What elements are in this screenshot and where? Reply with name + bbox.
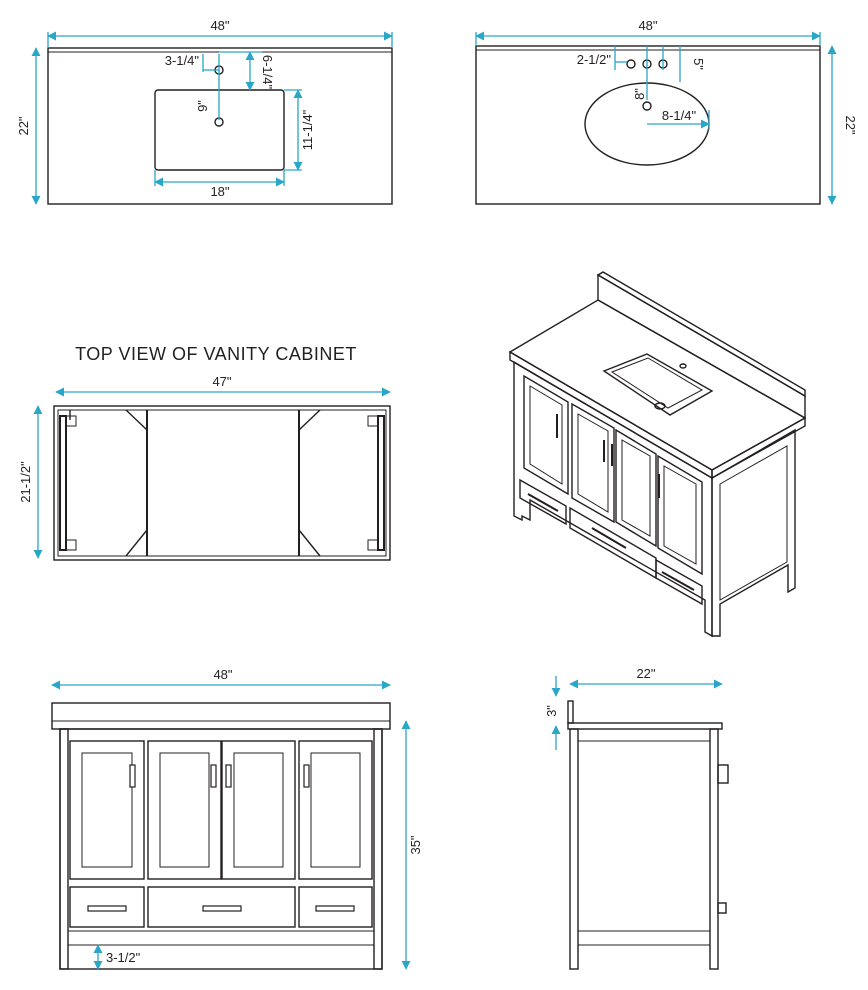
front-left-door — [69, 740, 145, 880]
corner-block — [367, 539, 379, 551]
iso-center-right-door — [615, 428, 657, 548]
front-left-drawer — [69, 886, 145, 928]
side-countertop — [567, 722, 723, 730]
iso-center-left-door-panel — [577, 413, 609, 513]
front-right-door-handle — [303, 764, 310, 788]
iso-center-drawer — [569, 506, 657, 580]
front-right-drawer — [298, 886, 373, 928]
drain-label: 9" — [195, 100, 210, 112]
cabinet-top-view-title: TOP VIEW OF VANITY CABINET — [75, 344, 357, 364]
iso-left-door-panel — [529, 385, 563, 485]
width-label: 48" — [638, 18, 657, 33]
faucet-to-sink-label: 6-1/4" — [260, 55, 275, 90]
sink-width-label: 18" — [210, 184, 229, 199]
countertop-outline — [475, 45, 821, 205]
side-view: 22" 3" — [544, 666, 729, 970]
cabinet-inner-outline — [57, 409, 387, 557]
front-center-right-door-handle — [225, 764, 232, 788]
depth-label: 21-1/2" — [18, 461, 33, 503]
brace — [125, 529, 148, 557]
cabinet-side-panel — [719, 445, 788, 601]
iso-center-left-door — [571, 402, 615, 524]
brace — [298, 409, 321, 431]
faucet-hole-left — [626, 59, 636, 69]
isometric-faucet-hole — [679, 363, 687, 369]
side-panel — [577, 740, 711, 932]
isometric-sink-basin — [610, 357, 704, 409]
countertop-rectangular-sink-view: 48" 22" 3-1/4" 6-1/4" 9" 11-1/4" 18" — [16, 18, 393, 205]
side-back-leg — [569, 728, 579, 970]
front-left-drawer-handle — [87, 905, 127, 912]
brace — [125, 409, 148, 431]
front-right-door-panel — [310, 752, 361, 868]
front-center-left-door-handle — [210, 764, 217, 788]
width-label: 48" — [210, 18, 229, 33]
iso-left-drawer-handle — [527, 493, 559, 512]
backsplash-label: 3" — [544, 705, 559, 717]
toe-kick-label: 3-1/2" — [106, 950, 141, 965]
depth-label: 22" — [843, 115, 858, 134]
sink-half-width-label: 8-1/4" — [662, 108, 697, 123]
front-center-drawer-handle — [202, 905, 242, 912]
countertop-outline — [47, 47, 393, 205]
countertop-side-edge — [711, 416, 806, 480]
front-right-drawer-handle — [315, 905, 355, 912]
front-center-right-door — [221, 740, 296, 880]
front-left-door-handle — [129, 764, 136, 788]
corner-block — [65, 539, 77, 551]
side-front-leg — [709, 728, 719, 970]
iso-right-drawer-handle — [661, 571, 695, 591]
width-label: 47" — [212, 374, 231, 389]
depth-label: 22" — [636, 666, 655, 681]
isometric-drain — [654, 402, 666, 410]
front-toe-rail — [67, 930, 375, 946]
depth-label: 22" — [16, 116, 31, 135]
front-center-drawer — [147, 886, 296, 928]
side-backsplash — [567, 700, 574, 724]
left-post — [59, 415, 67, 551]
front-countertop — [51, 702, 391, 730]
iso-right-door — [657, 454, 703, 576]
side-top-rail — [577, 728, 711, 742]
cabinet-top-view: TOP VIEW OF VANITY CABINET 47" 21-1/2" — [18, 344, 391, 561]
brace — [298, 529, 321, 557]
drain-hole — [642, 101, 652, 111]
height-label: 35" — [408, 835, 423, 854]
front-view: 48" 35" 3-1/2" — [51, 667, 423, 970]
iso-center-right-door-panel — [621, 439, 651, 537]
faucet-to-edge-label: 5" — [691, 58, 706, 70]
cabinet-outline — [53, 405, 391, 561]
corner-block — [65, 415, 77, 427]
corner-block — [367, 415, 379, 427]
width-label: 48" — [213, 667, 232, 682]
iso-left-door — [523, 374, 569, 496]
backsplash-top — [596, 271, 806, 398]
sink-depth-label: 11-1/4" — [300, 109, 315, 150]
front-left-leg — [59, 728, 69, 970]
iso-center-drawer-handle — [591, 527, 627, 549]
iso-left-drawer — [519, 478, 567, 526]
iso-right-door-panel — [663, 465, 697, 565]
front-right-leg — [373, 728, 383, 970]
front-toe-kick — [67, 944, 375, 970]
isometric-sink — [602, 353, 714, 416]
front-left-door-panel — [81, 752, 133, 868]
iso-right-drawer — [655, 558, 703, 606]
side-drawer-handle — [717, 902, 727, 914]
front-center-left-door-panel — [159, 752, 210, 868]
countertop-oval-sink-view: 48" 22" 2-1/2" 5" 8" 8-1/4" — [475, 18, 858, 205]
right-post — [377, 415, 385, 551]
side-bottom-rail — [577, 930, 711, 946]
drain-label: 8" — [632, 88, 647, 100]
faucet-offset-label: 3-1/4" — [165, 53, 200, 68]
front-center-left-door — [147, 740, 222, 880]
faucet-spacing-label: 2-1/2" — [577, 52, 612, 67]
isometric-vanity-view — [508, 271, 807, 638]
front-center-right-door-panel — [233, 752, 284, 868]
side-door-handle — [717, 764, 729, 784]
cabinet-front-face — [513, 360, 713, 638]
front-right-door — [298, 740, 373, 880]
cabinet-side-face — [711, 428, 796, 637]
